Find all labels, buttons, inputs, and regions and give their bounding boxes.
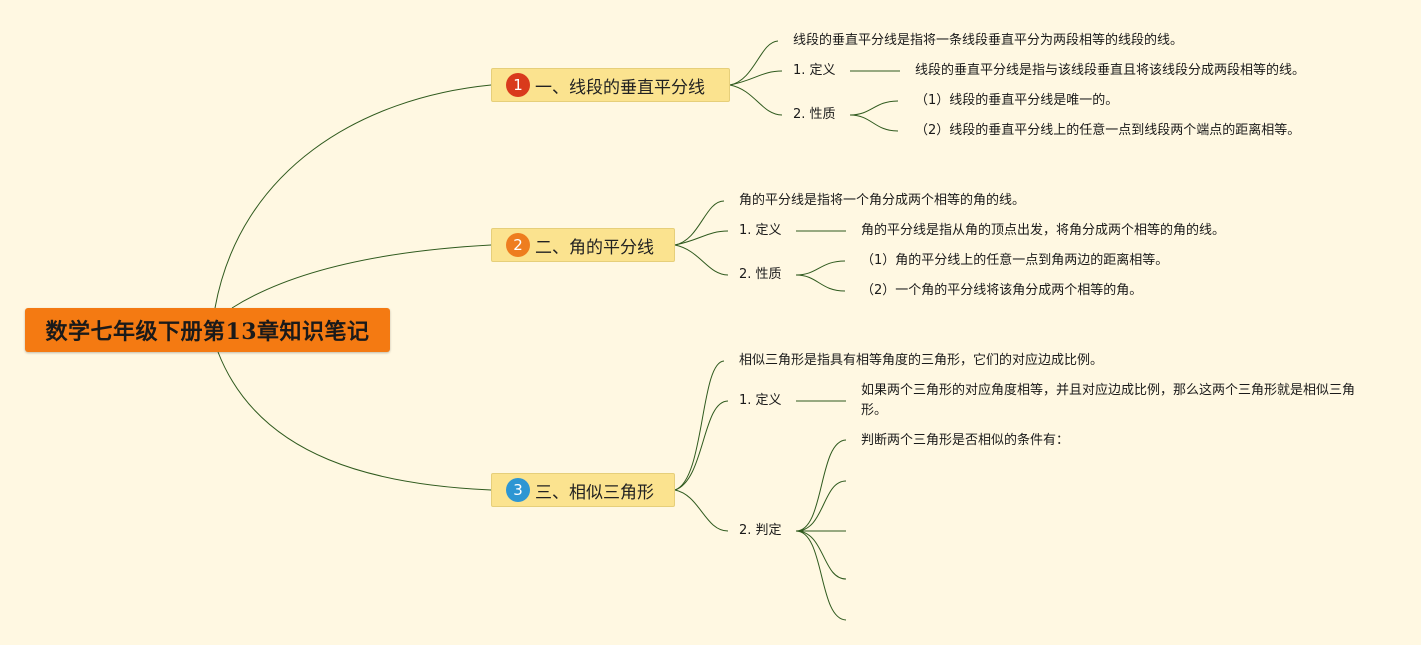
connector-b1-property-2 (849, 114, 899, 132)
root-title: 数学七年级下册第13章知识笔记 (45, 319, 370, 345)
connector-b3-definition (674, 400, 729, 491)
branch-1-title: 一、线段的垂直平分线 (535, 77, 705, 98)
branch-topic-2[interactable]: 2 二、角的平分线 (491, 228, 675, 262)
b3-summary[interactable]: 相似三角形是指具有相等角度的三角形，它们的对应边成比例。 (739, 353, 1104, 368)
b2-definition-label[interactable]: 1. 定义 (739, 223, 782, 238)
connector-b1-summary (729, 40, 779, 86)
connector-root-branch-1 (214, 84, 492, 309)
connector-b2-property-2 (795, 274, 846, 292)
number-3-badge-icon: 3 (506, 478, 530, 502)
b2-property-2[interactable]: （2）一个角的平分线将该角分成两个相等的角。 (861, 283, 1143, 298)
b3-judgment-intro[interactable]: 判断两个三角形是否相似的条件有： (861, 433, 1070, 448)
connector-b1-definition (729, 70, 783, 86)
connector-b1-property (729, 84, 783, 116)
b1-property-1[interactable]: （1）线段的垂直平分线是唯一的。 (915, 93, 1119, 108)
b1-property-2[interactable]: （2）线段的垂直平分线上的任意一点到线段两个端点的距离相等。 (915, 123, 1301, 138)
connector-b2-property (674, 244, 729, 276)
branch-2-title: 二、角的平分线 (535, 237, 654, 258)
b2-property-label[interactable]: 2. 性质 (739, 267, 782, 282)
number-2-badge-icon: 2 (506, 233, 530, 257)
connector-b3-judgment (674, 489, 729, 532)
b2-summary[interactable]: 角的平分线是指将一个角分成两个相等的角的线。 (739, 193, 1026, 208)
connector-b2-summary (674, 200, 725, 246)
b1-definition-label[interactable]: 1. 定义 (793, 63, 836, 78)
branch-topic-1[interactable]: 1 一、线段的垂直平分线 (491, 68, 730, 102)
connector-b3-judgment-4 (795, 530, 847, 580)
b1-definition-text[interactable]: 线段的垂直平分线是指与该线段垂直且将该线段分成两段相等的线。 (915, 63, 1306, 78)
root-topic[interactable]: 数学七年级下册第13章知识笔记 (25, 308, 390, 352)
connector-root-branch-3 (217, 351, 492, 491)
number-1-badge-icon: 1 (506, 73, 530, 97)
b1-summary[interactable]: 线段的垂直平分线是指将一条线段垂直平分为两段相等的线段的线。 (793, 33, 1184, 48)
b1-property-label[interactable]: 2. 性质 (793, 107, 836, 122)
b2-definition-text[interactable]: 角的平分线是指从角的顶点出发，将角分成两个相等的角的线。 (861, 223, 1226, 238)
branch-3-title: 三、相似三角形 (535, 482, 654, 503)
connector-b3-summary (674, 360, 725, 491)
connector-b2-property-1 (795, 260, 846, 276)
connector-b2-definition (674, 230, 729, 246)
b2-property-1[interactable]: （1）角的平分线上的任意一点到角两边的距离相等。 (861, 253, 1169, 268)
connector-root-branch-2 (231, 244, 492, 309)
branch-topic-3[interactable]: 3 三、相似三角形 (491, 473, 675, 507)
b3-definition-label[interactable]: 1. 定义 (739, 393, 782, 408)
connector-b3-judgment-5 (795, 530, 847, 621)
connector-b1-property-1 (849, 100, 899, 116)
connector-b3-judgment-1 (795, 439, 847, 532)
b3-definition-text[interactable]: 如果两个三角形的对应角度相等，并且对应边成比例，那么这两个三角形就是相似三角形。 (861, 383, 1356, 418)
connector-b3-judgment-2 (795, 480, 847, 532)
b3-judgment-label[interactable]: 2. 判定 (739, 523, 782, 538)
